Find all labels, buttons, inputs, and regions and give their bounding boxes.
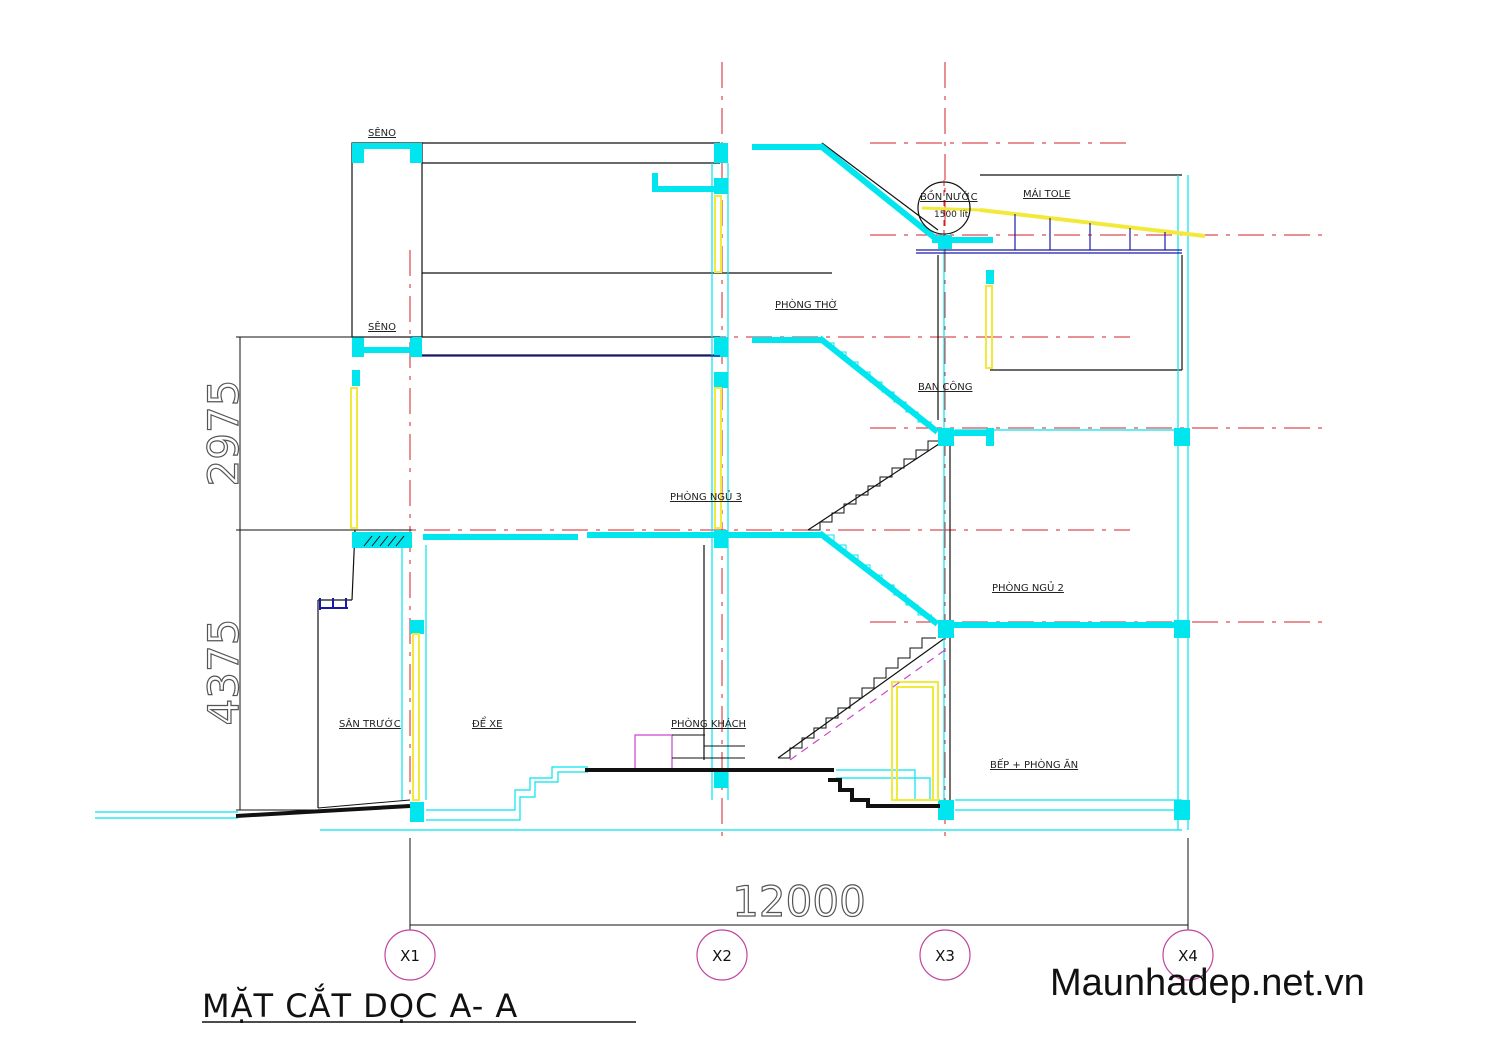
label-phong-khach: PHÒNG KHÁCH	[671, 717, 746, 730]
label-de-xe: ĐỂ XE	[472, 716, 502, 730]
hatch	[363, 535, 405, 547]
stairs	[778, 342, 940, 759]
axis-label-x3: X3	[935, 947, 955, 965]
yellow-elements	[350, 195, 1206, 801]
structure-outline	[317, 142, 1183, 808]
label-ban-cong: BAN CÔNG	[918, 380, 972, 393]
drawing-title: MẶT CẮT DỌC A- A	[202, 983, 518, 1025]
label-phong-ngu-2: PHÒNG NGỦ 2	[992, 580, 1064, 594]
label-bep-phong-an: BẾP + PHÒNG ĂN	[990, 757, 1078, 771]
ground-lines	[235, 337, 940, 818]
axis-label-x4: X4	[1178, 947, 1198, 965]
misc-details	[236, 336, 1189, 930]
blue-elements	[319, 214, 1182, 610]
axis-markers	[384, 929, 1214, 981]
label-bon-nuoc: BỒN NƯỚC	[920, 189, 978, 203]
water-tank	[917, 180, 971, 236]
axis-label-x2: X2	[712, 947, 732, 965]
grid-lines	[240, 62, 1325, 838]
cyan-beams	[357, 142, 1181, 628]
dimension-floor1-height: 4375	[199, 619, 248, 726]
label-bon-nuoc-capacity: 1500 lít	[934, 210, 969, 220]
label-san-truoc: SÂN TRƯỚC	[339, 717, 401, 730]
label-phong-tho: PHÒNG THỜ	[775, 298, 838, 311]
dimension-floor2-height: 2975	[199, 380, 248, 487]
axis-label-x1: X1	[400, 947, 420, 965]
label-mai-tole: MÁI TOLE	[1023, 187, 1070, 200]
site-watermark: Maunhadep.net.vn	[1050, 962, 1365, 1004]
label-seno-mid: SÊNO	[368, 320, 396, 333]
dimension-total-width: 12000	[732, 877, 866, 926]
label-seno-top: SÊNO	[368, 126, 396, 139]
cyan-thin-lines	[95, 163, 1189, 831]
magenta-elements	[634, 649, 946, 768]
label-phong-ngu-3: PHÒNG NGỦ 3	[670, 489, 742, 503]
